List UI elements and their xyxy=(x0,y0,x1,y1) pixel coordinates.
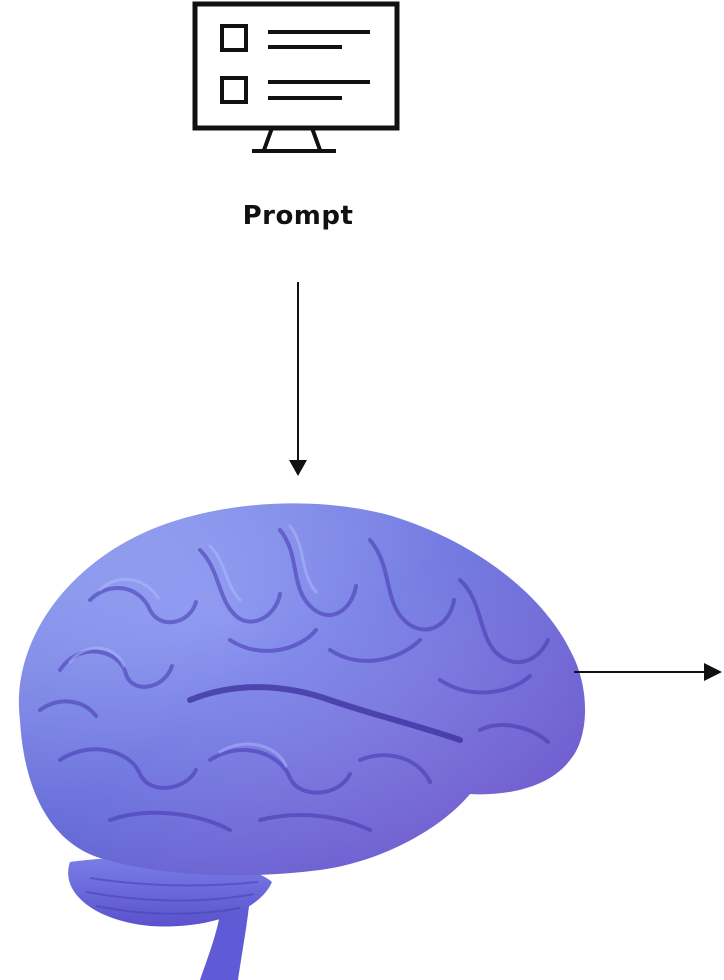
prompt-label: Prompt xyxy=(0,198,596,234)
monitor-checklist-icon xyxy=(192,0,400,156)
brain-image xyxy=(0,490,600,980)
arrow-down-icon xyxy=(286,282,310,478)
arrow-right-icon xyxy=(574,660,724,684)
